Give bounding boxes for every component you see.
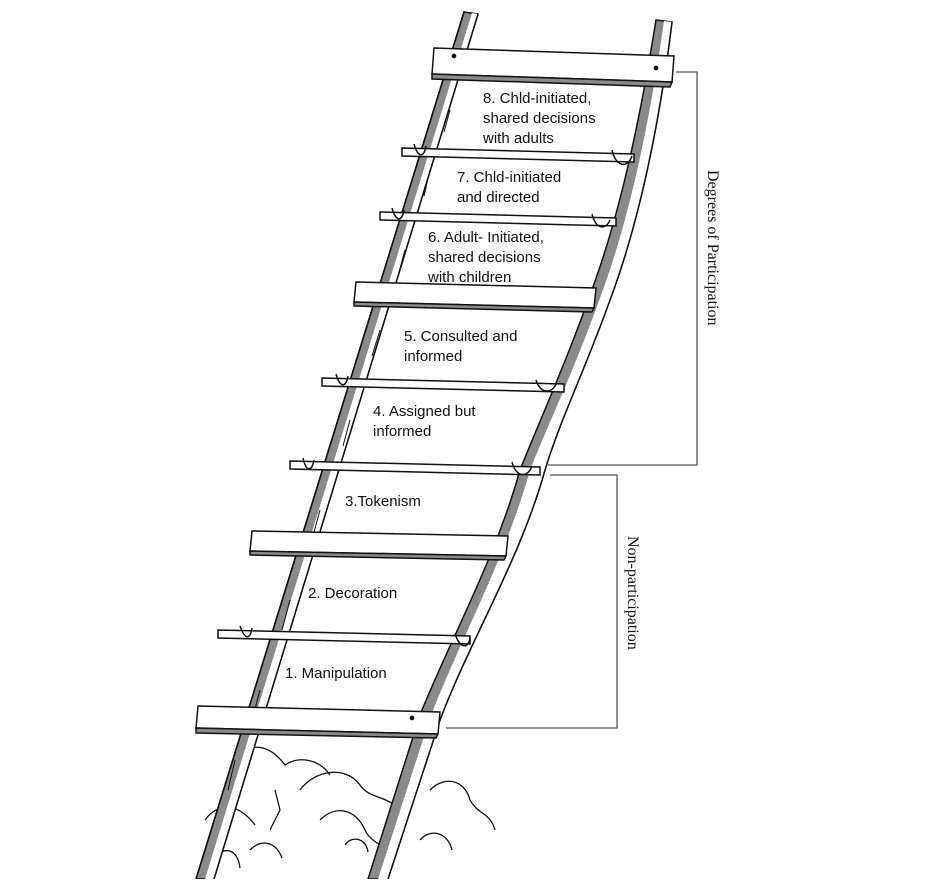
rung-round-8: [401, 147, 635, 163]
rung-label-1: 1. Manipulation: [285, 665, 387, 682]
rung-round-2: [217, 629, 471, 645]
rung-round-4: [289, 460, 541, 476]
bracket-participation: [548, 71, 698, 466]
ladder-rungs: [195, 47, 675, 739]
degrees-of-participation-label: Degrees of Participation: [704, 170, 721, 326]
rung-label-7: 7. Chld-initiated and directed: [457, 169, 562, 206]
rung-label-3: 3.Tokenism: [345, 493, 421, 510]
rung-label-2: 2. Decoration: [308, 585, 398, 602]
rung-label-8: 8. Chld-initiated, shared decisions with…: [483, 90, 596, 147]
rung-label-6: 6. Adult- Initiated, shared decisions wi…: [428, 229, 544, 286]
rung-label-4: 4. Assigned but informed: [373, 403, 476, 440]
non-participation-label: Non-participation: [624, 536, 641, 650]
ground-rocks: [204, 746, 496, 869]
rung-label-5: 5. Consulted and informed: [404, 328, 518, 365]
rung-round-5: [321, 377, 565, 393]
rung-round-7: [379, 211, 617, 227]
ladder-left-rail: [194, 11, 479, 880]
bracket-non-participation: [446, 474, 618, 729]
